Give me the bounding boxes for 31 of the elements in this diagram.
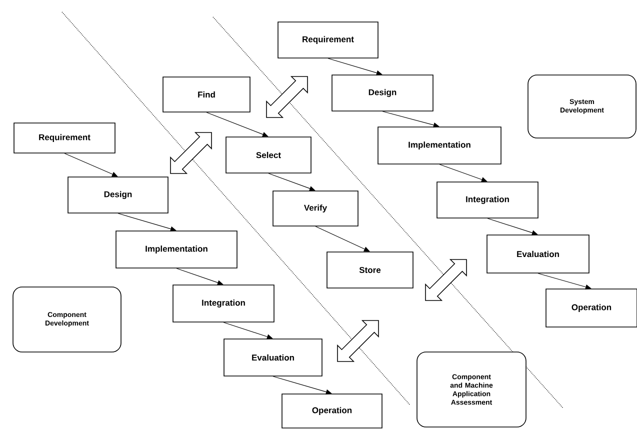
process-box: Requirement xyxy=(14,122,116,154)
arrow xyxy=(118,213,176,232)
arrow xyxy=(206,112,268,137)
block-arrow xyxy=(266,76,308,118)
process-box: Integration xyxy=(436,182,538,218)
process-box: Select xyxy=(226,136,312,174)
arrow xyxy=(487,218,538,236)
arrow xyxy=(176,268,224,286)
block-arrow xyxy=(337,320,379,362)
arrow xyxy=(223,322,273,340)
arrow xyxy=(315,226,370,252)
process-box: Operation xyxy=(282,394,382,428)
process-box: Evaluation xyxy=(224,338,322,376)
arrow xyxy=(268,173,316,191)
process-box: Store xyxy=(326,252,414,288)
process-box: Evaluation xyxy=(486,234,590,274)
block-arrow xyxy=(425,259,467,301)
process-box: Design xyxy=(332,74,434,112)
process-box: Implementation xyxy=(116,230,238,268)
arrow xyxy=(272,376,332,394)
process-box: Design xyxy=(68,176,168,214)
process-box: Implementation xyxy=(378,126,502,164)
arrow xyxy=(328,58,382,76)
process-box: Find xyxy=(162,76,250,112)
arrow xyxy=(439,164,488,182)
block-arrow xyxy=(170,132,212,174)
process-box: Verify xyxy=(272,190,358,226)
process-box: Requirement xyxy=(278,22,378,58)
process-box: Integration xyxy=(172,284,274,322)
arrow xyxy=(64,153,118,177)
process-box: Operation xyxy=(546,288,637,328)
